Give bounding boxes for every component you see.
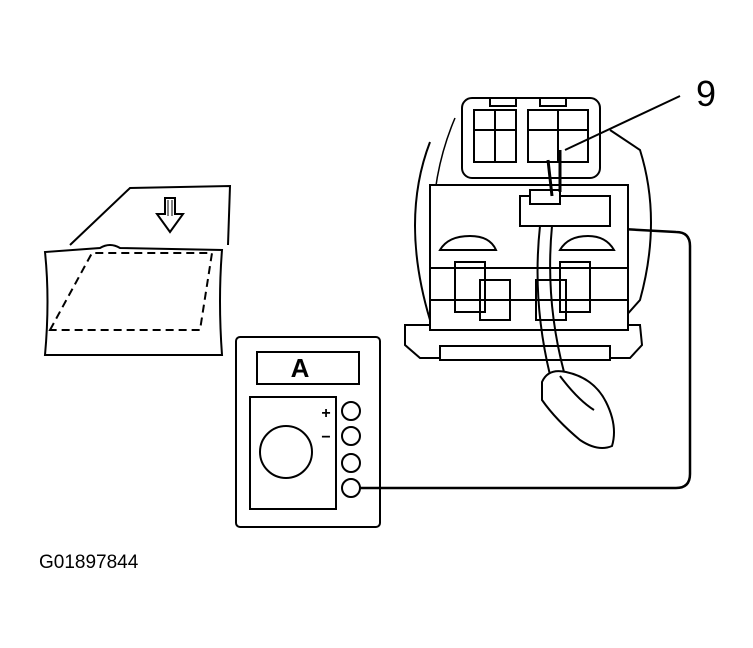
meter-jack-1: [341, 401, 361, 421]
meter-dial: [259, 425, 313, 479]
test-lead: [360, 226, 692, 490]
hand-icon: [541, 370, 615, 449]
down-arrow-icon: [155, 197, 185, 234]
meter-jack-3: [341, 453, 361, 473]
overhead-switch-unit-icon: [404, 97, 652, 361]
meter-dial-panel: [249, 396, 337, 510]
meter-display: [256, 351, 360, 385]
meter-mode-label: A: [291, 353, 310, 383]
multimeter-icon: [235, 336, 381, 528]
figure-id: G01897844: [39, 552, 139, 573]
callout-number: 9: [696, 73, 716, 114]
meter-minus-sign: −: [321, 429, 330, 446]
door-window-icon: [43, 184, 232, 356]
meter-plus-sign: +: [321, 405, 330, 422]
meter-jack-2: [341, 426, 361, 446]
callout-leader: [564, 95, 681, 151]
probe-cable: [536, 225, 565, 376]
